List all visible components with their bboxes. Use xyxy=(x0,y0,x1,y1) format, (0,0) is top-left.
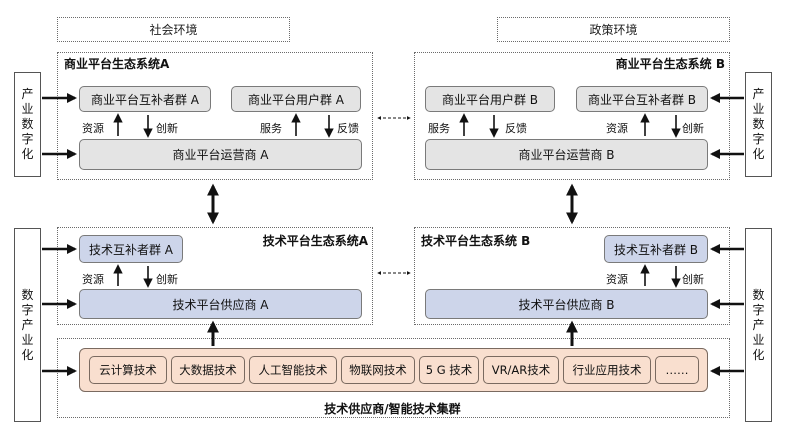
cluster-item-vrar: VR/AR技术 xyxy=(483,356,559,384)
side-char: 字 xyxy=(752,132,765,146)
business-complementors-b: 商业平台互补者群 B xyxy=(576,86,708,112)
biz-a-feedback-label: 反馈 xyxy=(337,122,359,135)
biz-b-resource-label: 资源 xyxy=(606,122,628,135)
business-operator-a: 商业平台运营商 A xyxy=(79,139,362,170)
biz-b-innovation-label: 创新 xyxy=(682,122,704,135)
biz-a-innovation-label: 创新 xyxy=(156,122,178,135)
side-char: 化 xyxy=(752,347,765,362)
business-users-a: 商业平台用户群 A xyxy=(231,86,361,112)
tech-cluster xyxy=(57,338,730,418)
tech-b-resource-label: 资源 xyxy=(606,273,628,286)
tech-cluster-title: 技术供应商/智能技术集群 xyxy=(324,402,461,416)
cluster-item-5g: 5 G 技术 xyxy=(419,356,479,384)
tech-b-innovation-label: 创新 xyxy=(682,273,704,286)
business-users-b: 商业平台用户群 B xyxy=(425,86,555,112)
cluster-item-more: …… xyxy=(655,356,699,384)
biz-a-service-label: 服务 xyxy=(260,122,282,135)
tech-a-resource-label: 资源 xyxy=(82,273,104,286)
business-ecosystem-a-title: 商业平台生态系统A xyxy=(64,57,170,71)
policy-environment: 政策环境 xyxy=(497,17,730,42)
cluster-item-bigdata: 大数据技术 xyxy=(171,356,245,384)
side-char: 字 xyxy=(21,302,34,317)
digital-industrialization-left: 数 字 产 业 化 xyxy=(14,228,41,422)
side-char: 业 xyxy=(752,332,765,347)
side-char: 产 xyxy=(21,317,34,332)
business-ecosystem-b xyxy=(414,52,730,180)
side-char: 数 xyxy=(21,117,34,131)
side-char: 产 xyxy=(752,317,765,332)
side-char: 产 xyxy=(21,87,34,101)
cluster-item-ai: 人工智能技术 xyxy=(249,356,337,384)
side-char: 字 xyxy=(21,132,34,146)
biz-b-feedback-label: 反馈 xyxy=(505,122,527,135)
side-char: 数 xyxy=(21,287,34,302)
side-char: 数 xyxy=(752,287,765,302)
tech-ecosystem-b-title: 技术平台生态系统 B xyxy=(421,234,531,248)
social-environment: 社会环境 xyxy=(57,17,290,42)
industry-digitization-left: 产 业 数 字 化 xyxy=(14,72,41,177)
tech-a-innovation-label: 创新 xyxy=(156,273,178,286)
cluster-item-iot: 物联网技术 xyxy=(341,356,415,384)
cluster-item-cloud: 云计算技术 xyxy=(89,356,167,384)
cluster-item-industry-apps: 行业应用技术 xyxy=(563,356,651,384)
business-operator-b: 商业平台运营商 B xyxy=(425,139,708,170)
business-ecosystem-b-title: 商业平台生态系统 B xyxy=(615,57,725,71)
side-char: 业 xyxy=(21,332,34,347)
side-char: 化 xyxy=(752,147,765,161)
side-char: 数 xyxy=(752,117,765,131)
business-complementors-a: 商业平台互补者群 A xyxy=(79,86,211,112)
tech-ecosystem-a-title: 技术平台生态系统A xyxy=(262,234,368,248)
side-char: 化 xyxy=(21,147,34,161)
business-ecosystem-a xyxy=(57,52,373,180)
side-char: 业 xyxy=(752,102,765,116)
tech-complementors-b: 技术互补者群 B xyxy=(604,235,708,263)
industry-digitization-right: 产 业 数 字 化 xyxy=(745,72,772,177)
tech-supplier-b: 技术平台供应商 B xyxy=(425,289,708,319)
tech-complementors-a: 技术互补者群 A xyxy=(79,235,183,263)
tech-supplier-a: 技术平台供应商 A xyxy=(79,289,362,319)
digital-industrialization-right: 数 字 产 业 化 xyxy=(745,228,772,422)
side-char: 业 xyxy=(21,102,34,116)
side-char: 产 xyxy=(752,87,765,101)
biz-b-service-label: 服务 xyxy=(428,122,450,135)
side-char: 字 xyxy=(752,302,765,317)
biz-a-resource-label: 资源 xyxy=(82,122,104,135)
side-char: 化 xyxy=(21,347,34,362)
